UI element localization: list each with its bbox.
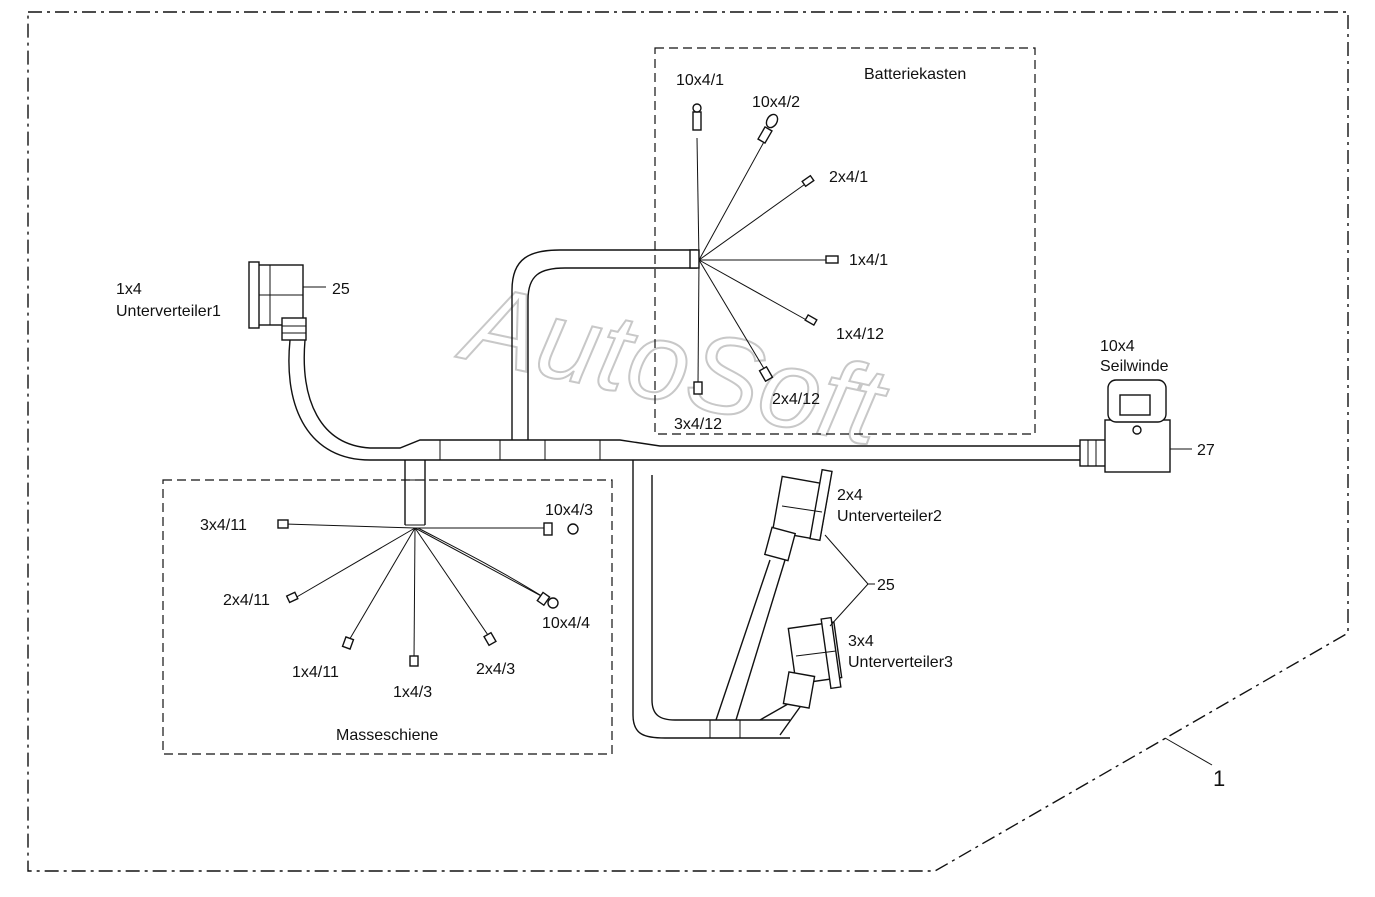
unterverteiler1-size-label: 1x4 bbox=[116, 281, 142, 298]
unterverteiler3-name-label: Unterverteiler3 bbox=[848, 654, 953, 671]
assembly-leader bbox=[1164, 737, 1213, 766]
connector-seilwinde bbox=[1079, 379, 1192, 473]
connector-unterverteiler2 bbox=[763, 468, 833, 562]
ground-wire-label: 1x4/11 bbox=[292, 664, 339, 681]
assembly-outline bbox=[27, 11, 1349, 872]
ground-terminals bbox=[277, 519, 579, 667]
ground-fanout bbox=[284, 523, 546, 661]
ground-wire-label: 1x4/3 bbox=[393, 684, 432, 701]
battery-wire-label: 1x4/1 bbox=[849, 252, 888, 269]
connector-unterverteiler3 bbox=[782, 616, 843, 709]
lower-loop-branch bbox=[632, 460, 806, 739]
shared-ref-leaders bbox=[824, 534, 875, 627]
unterverteiler1-name-label: Unterverteiler1 bbox=[116, 303, 221, 320]
ground-wire-label: 3x4/11 bbox=[200, 517, 247, 534]
unterverteiler1-ref-label: 25 bbox=[332, 281, 350, 298]
ground-wire-label: 2x4/3 bbox=[476, 661, 515, 678]
assembly-ref-label: 1 bbox=[1213, 766, 1225, 791]
unterverteiler2-name-label: Unterverteiler2 bbox=[837, 508, 942, 525]
seilwinde-name-label: Seilwinde bbox=[1100, 358, 1169, 375]
watermark-text: AutoSoft bbox=[449, 260, 898, 470]
battery-wire-label: 10x4/1 bbox=[676, 72, 724, 89]
unterverteiler2-size-label: 2x4 bbox=[837, 487, 863, 504]
ground-bar-label: Masseschiene bbox=[336, 727, 438, 744]
ground-bar-region bbox=[162, 479, 613, 755]
battery-terminals bbox=[692, 103, 839, 395]
unterverteiler3-size-label: 3x4 bbox=[848, 633, 874, 650]
battery-box-region bbox=[654, 47, 1036, 435]
battery-branch bbox=[511, 249, 700, 440]
seilwinde-ref-label: 27 bbox=[1197, 442, 1215, 459]
seilwinde-size-label: 10x4 bbox=[1100, 338, 1135, 355]
battery-box-label: Batteriekasten bbox=[864, 66, 966, 83]
ground-branch bbox=[404, 460, 426, 526]
battery-wire-label: 2x4/1 bbox=[829, 169, 868, 186]
connector-unterverteiler1 bbox=[248, 261, 326, 341]
main-trunk bbox=[288, 339, 1080, 461]
ground-wire-label: 10x4/4 bbox=[542, 615, 590, 632]
battery-fanout bbox=[696, 137, 828, 385]
shared-ref-label: 25 bbox=[877, 577, 895, 594]
ground-wire-label: 10x4/3 bbox=[545, 502, 593, 519]
battery-wire-label: 1x4/12 bbox=[836, 326, 884, 343]
battery-wire-label: 3x4/12 bbox=[674, 416, 722, 433]
ground-wire-label: 2x4/11 bbox=[223, 592, 270, 609]
battery-wire-label: 10x4/2 bbox=[752, 94, 800, 111]
battery-wire-label: 2x4/12 bbox=[772, 391, 820, 408]
